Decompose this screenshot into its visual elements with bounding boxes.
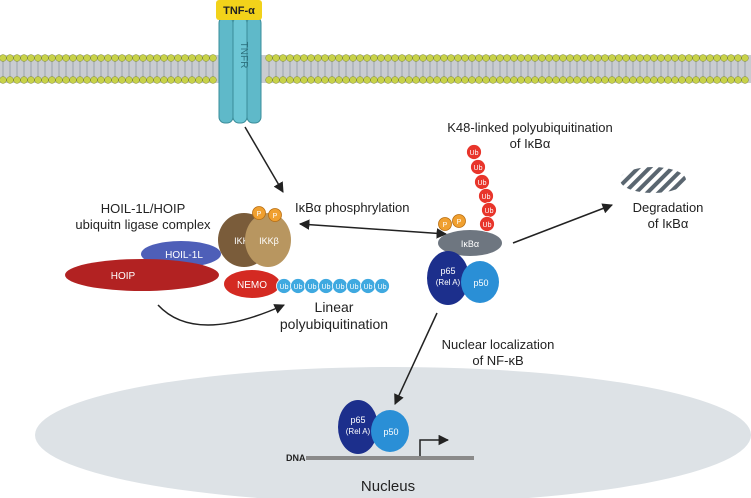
ubiquitin-unit: Ub [318,278,334,294]
svg-text:Ub: Ub [485,208,494,215]
nuclear-localization-label-line2: of NF-κB [472,353,523,368]
arrow-ikba-phosphorylation [298,219,448,239]
ubiquitin-unit: Ub [374,278,390,294]
dna-label: DNA [286,453,306,463]
ikkb-protein [245,213,291,267]
svg-text:P: P [257,211,262,218]
hoip-protein [65,259,219,291]
nuclear-p65-protein [338,400,378,454]
p50-protein [461,261,499,303]
degradation-label: Degradation [633,200,704,215]
p65-label: p65 [440,266,455,276]
dna-strand [306,456,474,460]
p50-label: p50 [473,278,488,288]
svg-text:Ub: Ub [364,284,373,291]
nuclear-p65-rel-a-label: (Rel A) [346,427,371,436]
nuclear-p50-protein [371,410,409,452]
svg-text:Ub: Ub [470,150,479,157]
ikba-protein [438,230,502,256]
hoil-hoip-complex-label: HOIL-1L/HOIP [101,201,186,216]
p65-rel-a-label: (Rel A) [436,278,461,287]
tnf-alpha-label: TNF-α [223,5,255,17]
tnf-alpha-ligand: TNF-α [216,0,262,20]
ubiquitin-unit: Ub [478,188,494,204]
svg-text:Ub: Ub [350,284,359,291]
ubiquitin-unit: Ub [346,278,362,294]
linear-polyubiquitination-label: Linear [315,299,354,315]
nemo-protein [224,270,280,298]
cell-membrane [0,54,751,84]
nuclear-p50-label: p50 [383,427,398,437]
arrow-to-nucleus [394,312,438,405]
ubiquitin-unit: Ub [479,216,495,232]
ubiquitin-unit: Ub [481,202,497,218]
degradation-label-line2: of IκBα [648,216,689,231]
ubiquitin-unit: Ub [332,278,348,294]
svg-text:Ub: Ub [308,284,317,291]
arrow-receptor-to-ikk [244,126,284,193]
ikka-label: IKKα [234,236,254,246]
nuclear-localization-label: Nuclear localization [442,337,555,352]
ubiquitin-unit: Ub [290,278,306,294]
p65-protein [427,251,469,305]
svg-text:Ub: Ub [280,284,289,291]
ubiquitin-unit: Ub [304,278,320,294]
nucleus-label: Nucleus [361,478,415,495]
ikba-label: IκBα [461,239,479,249]
svg-text:P: P [273,213,278,220]
arrow-linear-polyubiquitination [157,304,285,326]
ubiquitin-unit: Ub [474,174,490,190]
ubiquitin-unit: Ub [466,144,482,160]
svg-text:Ub: Ub [474,165,483,172]
phosphate-group: P [252,206,266,220]
svg-text:P: P [443,222,448,229]
linear-polyubiquitination-label-line2: polyubiquitination [280,316,388,332]
ubiquitin-unit: Ub [276,278,292,294]
svg-text:Ub: Ub [478,180,487,187]
phosphate-group: P [268,208,282,222]
nuclear-p65-label: p65 [350,415,365,425]
linear-ub-chain: Ub Ub Ub Ub Ub Ub Ub Ub [276,278,390,294]
svg-text:Ub: Ub [336,284,345,291]
nemo-label: NEMO [237,280,267,291]
svg-text:Ub: Ub [483,222,492,229]
transcription-start-arrow [419,434,450,456]
hoil-hoip-complex-label-line2: ubiquitn ligase complex [75,217,211,232]
tnf-receptor: TNFR [218,16,262,124]
degraded-ikba-shape [620,167,686,193]
phosphate-group: P [452,214,466,228]
svg-text:Ub: Ub [378,284,387,291]
svg-text:P: P [457,219,462,226]
svg-text:Ub: Ub [482,194,491,201]
phosphate-group: P [438,217,452,231]
tnfr-label: TNFR [238,42,249,69]
arrow-to-degradation [512,203,613,244]
k48-polyubiquitination-label: K48-linked polyubiquitination [447,120,613,135]
ubiquitin-unit: Ub [360,278,376,294]
hoil1l-label: HOIL-1L [165,250,203,261]
hoip-label: HOIP [111,271,136,282]
svg-text:Ub: Ub [322,284,331,291]
svg-text:Ub: Ub [294,284,303,291]
ikkb-label: IKKβ [259,236,279,246]
ubiquitin-unit: Ub [470,159,486,175]
k48-polyubiquitination-label-line2: of IκBα [510,136,551,151]
ikba-phosphorylation-label: IκBα phosphrylation [295,200,409,215]
